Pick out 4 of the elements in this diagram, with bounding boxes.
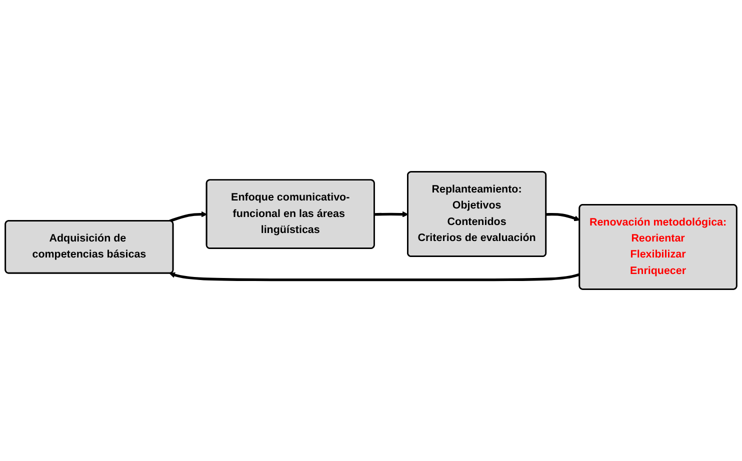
arrow <box>374 211 408 218</box>
arrow <box>169 211 208 222</box>
arrow <box>169 272 580 282</box>
arrow <box>546 212 580 222</box>
